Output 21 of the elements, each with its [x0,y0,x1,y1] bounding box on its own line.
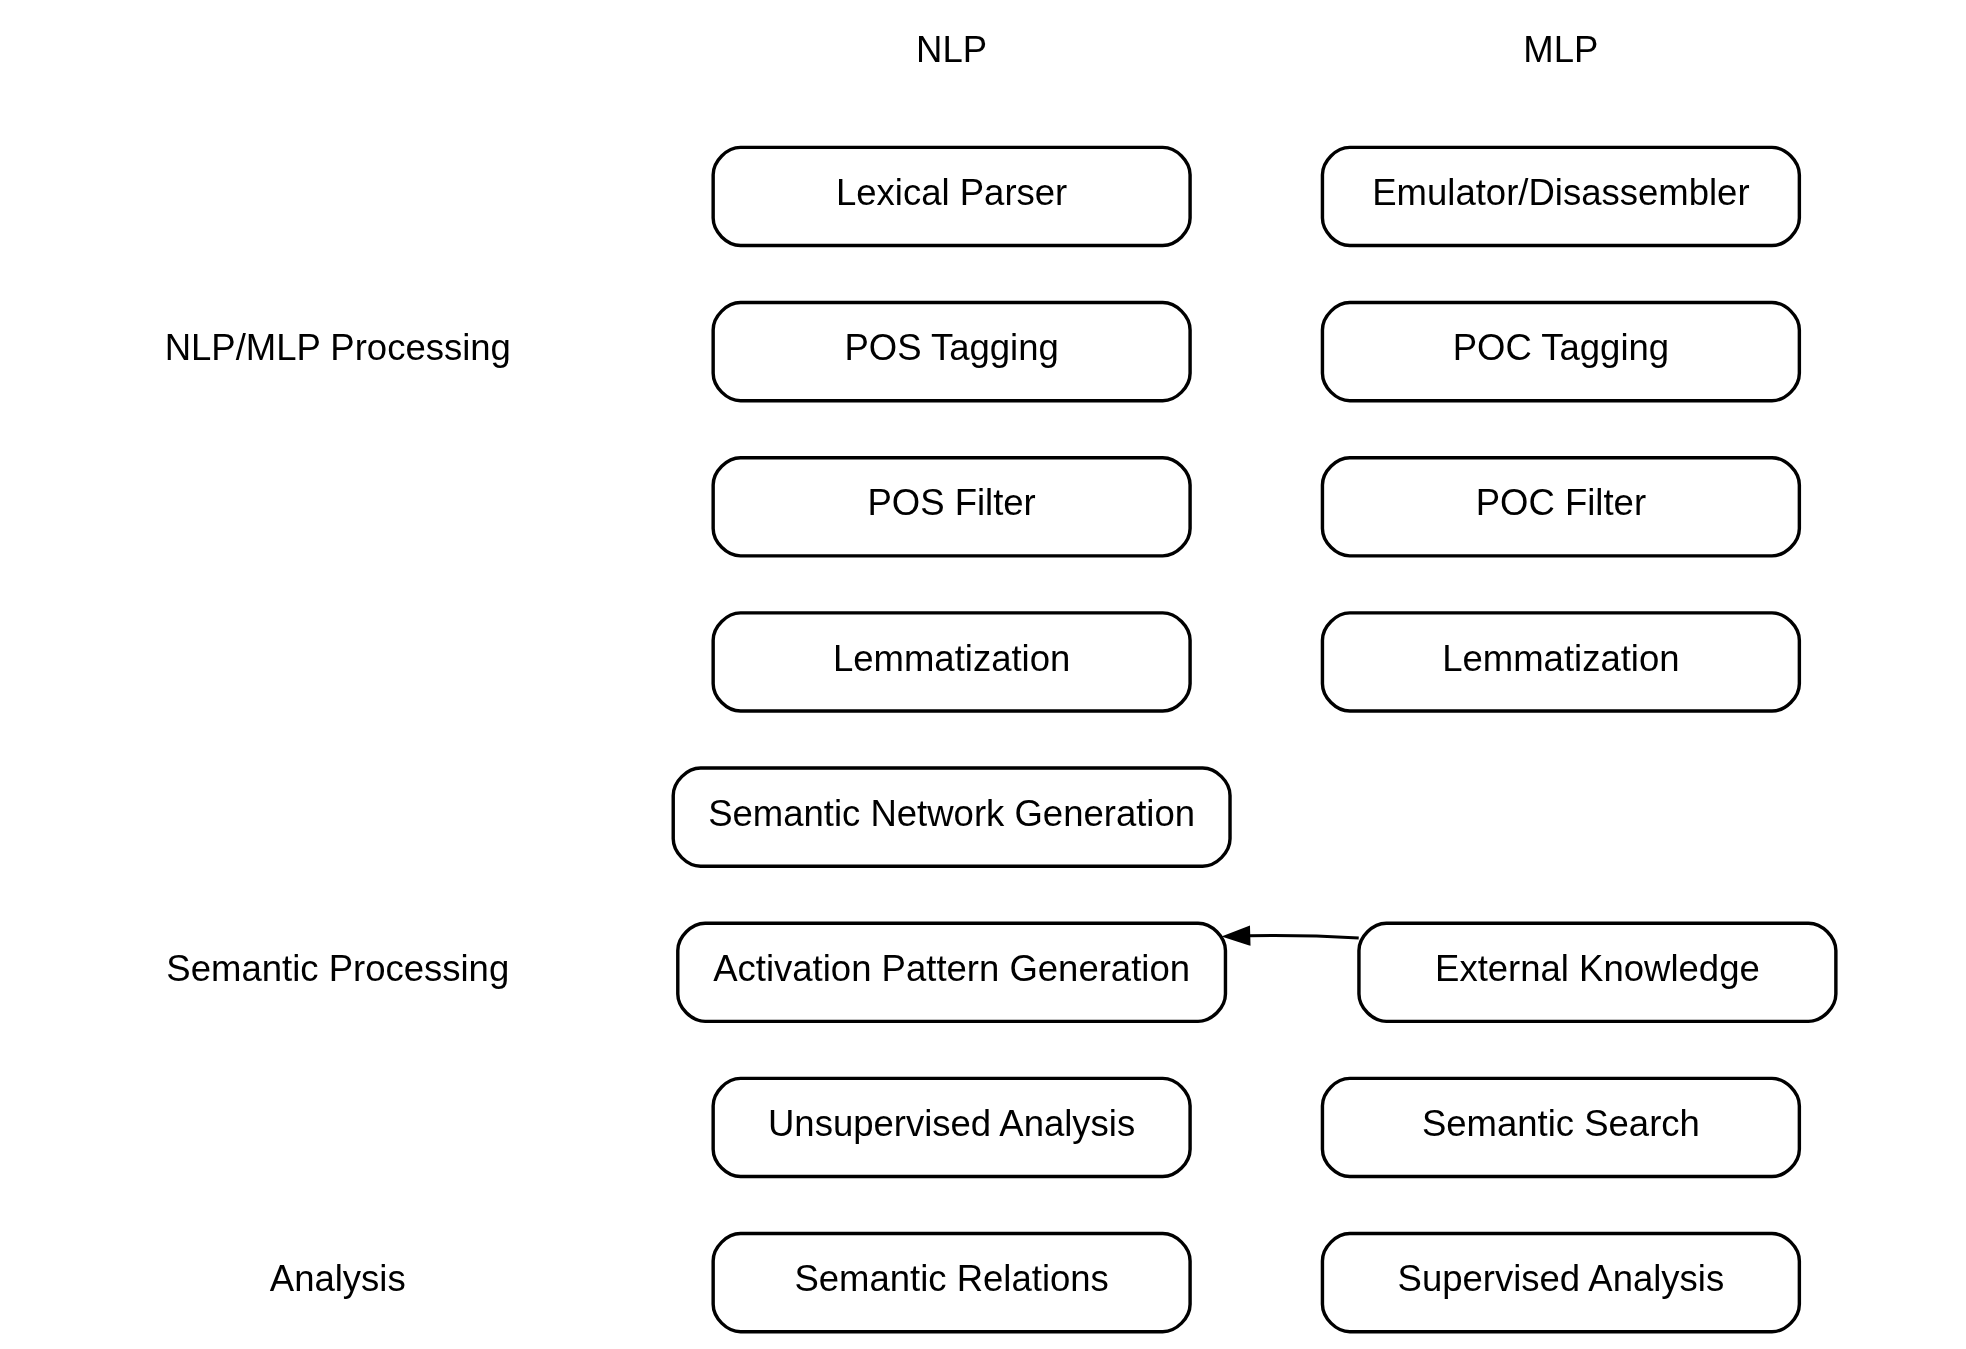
label: Analysis [269,1258,406,1300]
node-box: Activation Pattern Generation [676,921,1228,1024]
node-box: Unsupervised Analysis [711,1076,1192,1179]
node-box: POC Tagging [1320,300,1802,403]
node-box: Lemmatization [711,611,1192,713]
node-box: POC Filter [1320,456,1802,558]
arrow [1221,925,1359,946]
node-box: Semantic Network Generation [671,766,1232,868]
label: NLP [916,29,988,71]
node-box: Supervised Analysis [1320,1231,1802,1334]
node-box: POS Tagging [711,300,1192,403]
node-box: Emulator/Disassembler [1320,145,1802,248]
label: NLP/MLP Processing [164,327,511,369]
node-box: Lemmatization [1320,611,1802,713]
node-box: Semantic Relations [711,1231,1192,1334]
node-box: Lexical Parser [711,145,1192,248]
node-box: External Knowledge [1357,921,1838,1024]
label: MLP [1523,29,1599,71]
node-box: POS Filter [711,456,1192,558]
node-box: Semantic Search [1320,1076,1802,1179]
label: Semantic Processing [166,947,510,989]
